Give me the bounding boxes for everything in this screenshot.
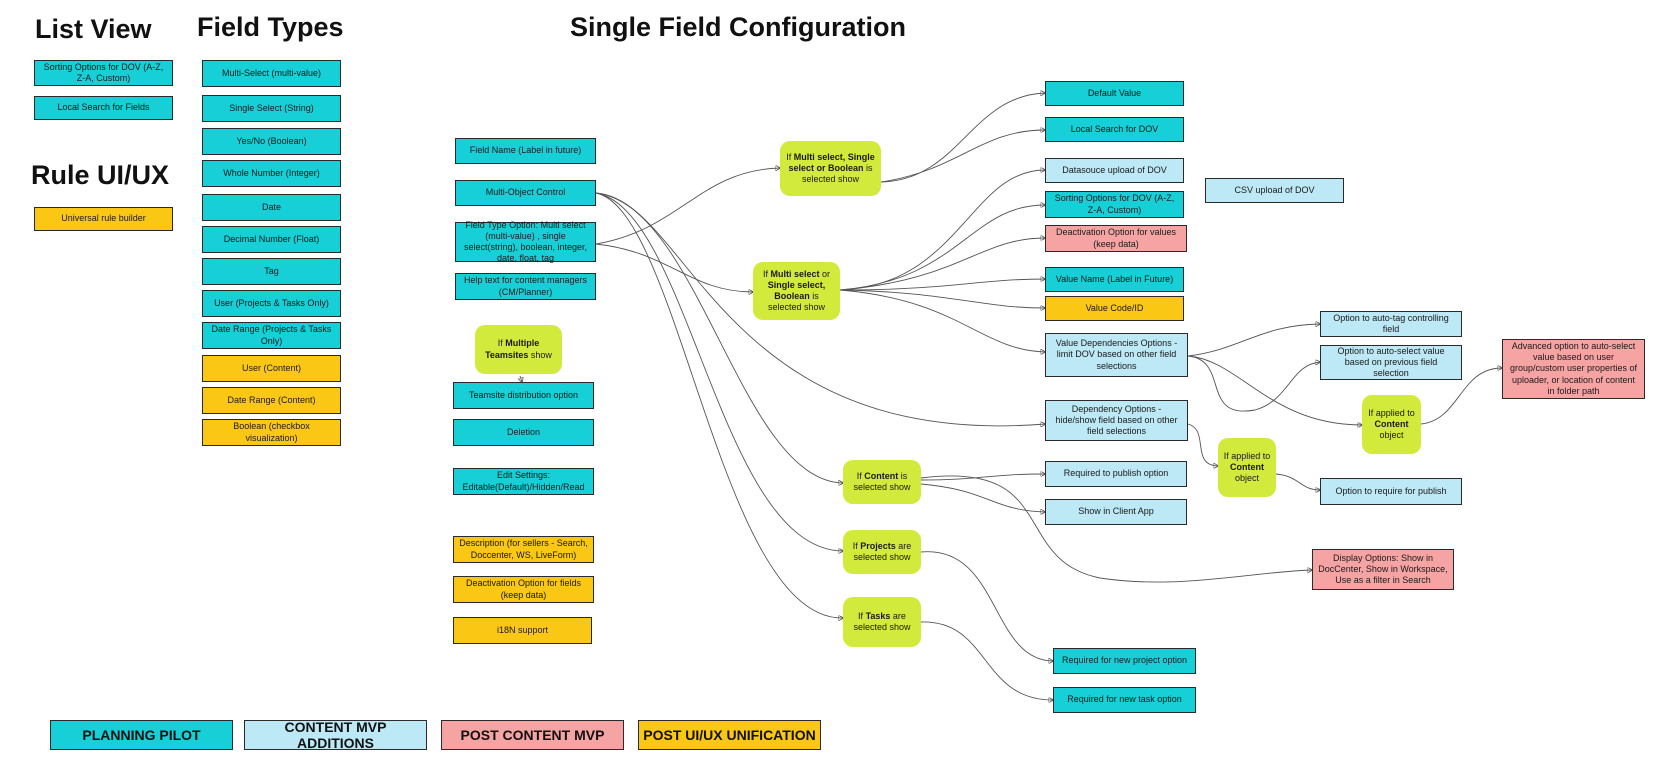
field-type-tag: Tag bbox=[202, 258, 341, 285]
condition-content: If Content is selected show bbox=[843, 460, 921, 504]
field-types-title: Field Types bbox=[197, 12, 344, 42]
connector-cond1-to-localsearch bbox=[880, 130, 1045, 183]
i18n-box: i18N support bbox=[453, 617, 592, 644]
connector-cond1-to-default bbox=[880, 93, 1045, 183]
connector-cond2-to-valuename bbox=[839, 279, 1045, 291]
help-text-box: Help text for content managers (CM/Plann… bbox=[455, 273, 596, 300]
condition-applied-content-b: If applied to Content object bbox=[1218, 438, 1276, 497]
display-options-box: Display Options: Show in DocCenter, Show… bbox=[1312, 549, 1454, 590]
legend-post-content-mvp: POST CONTENT MVP bbox=[441, 720, 624, 750]
field-type-date-range-content: Date Range (Content) bbox=[202, 387, 341, 414]
field-type-date-range-projects-tasks: Date Range (Projects & Tasks Only) bbox=[202, 322, 341, 349]
teamsite-distribution-box: Teamsite distribution option bbox=[453, 382, 594, 409]
value-dependencies-box: Value Dependencies Options - limit DOV b… bbox=[1045, 333, 1188, 377]
csv-upload-box: CSV upload of DOV bbox=[1205, 178, 1344, 203]
connector-valuedep-to-autoselect-loop bbox=[1187, 355, 1320, 412]
condition-multi-single-boolean: If Multi select, Single select or Boolea… bbox=[780, 141, 881, 196]
single-field-configuration-title: Single Field Configuration bbox=[570, 12, 906, 42]
require-publish-box: Option to require for publish bbox=[1320, 478, 1462, 505]
connector-fieldtype-to-cond2 bbox=[595, 243, 753, 292]
deactivation-fields-box: Deactivation Option for fields (keep dat… bbox=[453, 576, 594, 603]
multi-object-control-box: Multi-Object Control bbox=[455, 180, 596, 206]
required-project-box: Required for new project option bbox=[1053, 648, 1196, 674]
field-type-multi-select: Multi-Select (multi-value) bbox=[202, 60, 341, 87]
sorting-dov-box: Sorting Options for DOV (A-Z, Z-A, Custo… bbox=[1045, 191, 1184, 218]
field-type-date: Date bbox=[202, 194, 341, 221]
legend-post-uiux-unification: POST UI/UX UNIFICATION bbox=[638, 720, 821, 750]
value-code-box: Value Code/ID bbox=[1045, 296, 1184, 321]
field-name-box: Field Name (Label in future) bbox=[455, 138, 596, 164]
connector-cond2-to-valuecode bbox=[839, 289, 1045, 308]
connector-multiobj-to-tasks bbox=[595, 192, 843, 618]
connector-cond2-to-valuedep bbox=[839, 289, 1045, 352]
list-view-title: List View bbox=[35, 14, 152, 44]
condition-multi-or-single-boolean: If Multi select or Single select, Boolea… bbox=[753, 262, 840, 320]
condition-tasks: If Tasks are selected show bbox=[843, 597, 921, 647]
condition-applied-content-a: If applied to Content object bbox=[1362, 395, 1421, 454]
field-type-option-box: Field Type Option: Multi select (multi-v… bbox=[455, 220, 596, 263]
local-search-dov-box: Local Search for DOV bbox=[1045, 117, 1184, 142]
rule-uiux-title: Rule UI/UX bbox=[31, 160, 170, 190]
auto-select-box: Option to auto-select value based on pre… bbox=[1320, 345, 1462, 380]
dependency-options-box: Dependency Options - hide/show field bas… bbox=[1045, 400, 1188, 441]
connector-cond2-to-deactivation bbox=[839, 238, 1045, 291]
condition-projects: If Projects are selected show bbox=[843, 530, 921, 574]
required-publish-box: Required to publish option bbox=[1045, 461, 1187, 487]
connector-content-to-clientapp bbox=[920, 483, 1045, 512]
default-value-box: Default Value bbox=[1045, 81, 1184, 106]
description-box: Description (for sellers - Search, Docce… bbox=[453, 536, 594, 563]
field-type-yes-no: Yes/No (Boolean) bbox=[202, 128, 341, 155]
edit-settings-box: Edit Settings: Editable(Default)/Hidden/… bbox=[453, 468, 594, 495]
connector-projects-to-required bbox=[920, 551, 1053, 661]
auto-tag-box: Option to auto-tag controlling field bbox=[1320, 311, 1462, 337]
connector-dependency-to-applied2 bbox=[1187, 423, 1218, 466]
deletion-box: Deletion bbox=[453, 419, 594, 446]
required-task-box: Required for new task option bbox=[1053, 687, 1196, 713]
connector-multiobj-to-content bbox=[595, 192, 843, 483]
field-type-single-select: Single Select (String) bbox=[202, 95, 341, 122]
deactivation-values-box: Deactivation Option for values (keep dat… bbox=[1045, 225, 1187, 252]
universal-rule-builder: Universal rule builder bbox=[34, 207, 173, 231]
field-type-user-content: User (Content) bbox=[202, 355, 341, 382]
legend-planning-pilot: PLANNING PILOT bbox=[50, 720, 233, 750]
value-name-box: Value Name (Label in Future) bbox=[1045, 267, 1184, 292]
condition-multiple-teamsites: If Multiple Teamsites show bbox=[475, 325, 562, 374]
sorting-options-dov-list: Sorting Options for DOV (A-Z, Z-A, Custo… bbox=[34, 60, 173, 86]
connector-multiobj-to-projects bbox=[595, 192, 843, 551]
connector-fieldtype-to-cond1 bbox=[595, 168, 780, 245]
datasource-upload-box: Datasouce upload of DOV bbox=[1045, 158, 1184, 183]
field-type-decimal-number: Decimal Number (Float) bbox=[202, 226, 341, 253]
connector-cond2-to-sorting bbox=[839, 205, 1045, 291]
show-client-app-box: Show in Client App bbox=[1045, 499, 1187, 525]
field-type-whole-number: Whole Number (Integer) bbox=[202, 160, 341, 187]
legend-content-mvp-additions: CONTENT MVP ADDITIONS bbox=[244, 719, 427, 751]
field-type-user-projects-tasks: User (Projects & Tasks Only) bbox=[202, 290, 341, 317]
connector-content-to-required bbox=[920, 474, 1045, 481]
connector-tasks-to-required bbox=[920, 621, 1053, 700]
connector-applied2-to-requirepublish bbox=[1275, 473, 1320, 490]
field-type-boolean-checkbox: Boolean (checkbox visualization) bbox=[202, 419, 341, 446]
advanced-auto-select-box: Advanced option to auto-select value bas… bbox=[1502, 339, 1645, 399]
connector-valuedep-to-autotag bbox=[1187, 324, 1320, 357]
local-search-fields: Local Search for Fields bbox=[34, 96, 173, 120]
